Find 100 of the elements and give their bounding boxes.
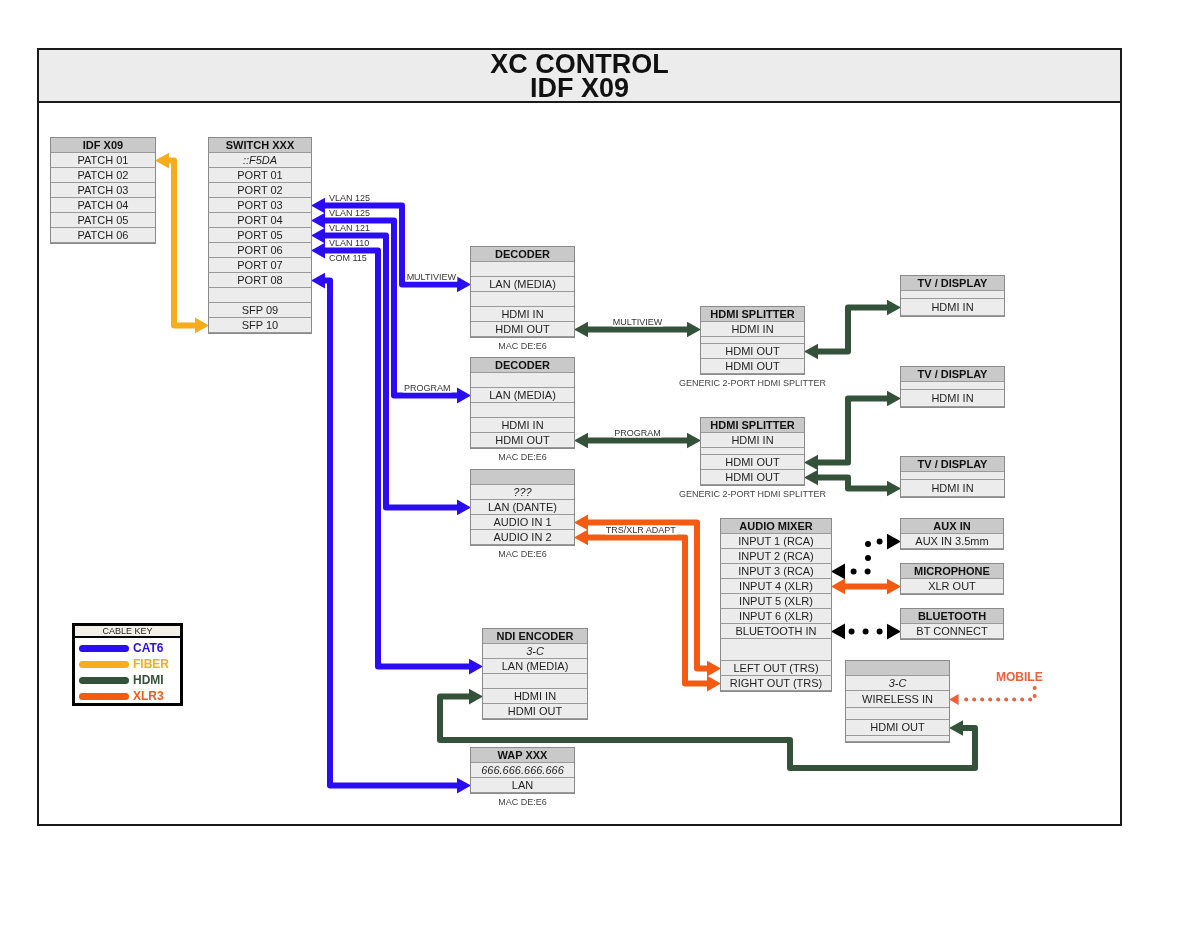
legend-label: FIBER [133, 657, 169, 671]
device-table [470, 246, 575, 338]
device-table [900, 275, 1005, 317]
table-heading: NDI ENCODER [483, 629, 587, 644]
row-label: LAN [511, 778, 534, 792]
device-caption: MAC DE:E6 [498, 341, 547, 351]
table-row [901, 534, 1003, 549]
table-row [471, 307, 574, 322]
double-headed-arrow [311, 242, 483, 675]
table-heading: SWITCH XXX [209, 138, 311, 153]
row-label: HDMI OUT [507, 704, 563, 718]
row-label: BT CONNECT [916, 624, 988, 638]
table-heading: MICROPHONE [901, 564, 1003, 579]
edge-label: TRS/XLR ADAPT [604, 525, 677, 535]
row-label: SFP 09 [241, 303, 279, 317]
legend-label: CAT6 [133, 641, 164, 655]
row-label: AUX IN 3.5mm [915, 534, 989, 548]
double-headed-arrow [804, 299, 901, 360]
double-headed-arrow [574, 529, 721, 692]
table-row [701, 359, 804, 374]
table-row [471, 530, 574, 545]
device-table [900, 563, 1004, 595]
device-caption: MAC DE:E6 [498, 797, 547, 807]
row-label: PATCH 02 [77, 168, 129, 182]
row-label: HDMI IN [501, 307, 544, 321]
row-label: AUDIO IN 1 [493, 515, 552, 529]
table-row [471, 763, 574, 778]
table-row [51, 213, 155, 228]
row-label: HDMI OUT [725, 455, 780, 469]
double-headed-arrow [155, 152, 209, 334]
table-heading: TV / DISPLAY [901, 457, 1004, 472]
table-row [471, 388, 574, 403]
device-table [470, 357, 575, 449]
table-row [209, 183, 311, 198]
row-label: HDMI OUT [725, 344, 780, 358]
row-label: PATCH 04 [77, 198, 129, 212]
table-row [701, 433, 804, 448]
row-label: LAN (MEDIA) [489, 388, 556, 402]
row-label: PATCH 03 [77, 183, 129, 197]
table-row [209, 153, 311, 168]
port-note: COM 115 [329, 253, 367, 263]
row-label: PORT 05 [237, 228, 283, 242]
double-headed-arrow [311, 227, 471, 516]
device-caption: GENERIC 2-PORT HDMI SPLITTER [678, 378, 827, 388]
row-label: HDMI IN [931, 300, 974, 314]
double-headed-arrow [831, 578, 901, 595]
row-label: HDMI IN [931, 481, 974, 495]
row-label: PATCH 01 [77, 153, 129, 167]
row-label: INPUT 1 (RCA) [738, 534, 814, 548]
device-caption: MAC DE:E6 [498, 452, 547, 462]
table-row [471, 277, 574, 292]
double-headed-arrow [574, 321, 701, 338]
legend-label: XLR3 [133, 689, 164, 703]
device-table [50, 137, 156, 244]
table-row [471, 433, 574, 448]
row-label: INPUT 6 (XLR) [739, 609, 813, 623]
table-row [471, 778, 574, 793]
table-row [471, 418, 574, 433]
table-row [721, 676, 831, 691]
row-label: PORT 01 [237, 168, 283, 182]
row-label: HDMI OUT [870, 721, 925, 734]
row-label: HDMI IN [731, 322, 774, 336]
device-caption: GENERIC 2-PORT HDMI SPLITTER [678, 489, 827, 499]
source-label: MOBILE [996, 670, 1043, 684]
row-label: HDMI OUT [725, 470, 780, 484]
row-label: RIGHT OUT (TRS) [729, 676, 823, 690]
table-heading: DECODER [471, 247, 574, 262]
legend-label: HDMI [133, 673, 164, 687]
table-row [701, 344, 804, 359]
table-row [471, 485, 574, 500]
double-headed-arrow [311, 197, 471, 293]
row-label: HDMI IN [731, 433, 774, 447]
row-label: XLR OUT [928, 579, 976, 593]
table-row [846, 676, 949, 691]
row-label: HDMI IN [501, 418, 544, 432]
table-row [209, 318, 311, 333]
double-headed-arrow [437, 688, 978, 771]
table-row [721, 534, 831, 549]
row-label: ::F5DA [242, 153, 278, 167]
table-row [471, 500, 574, 515]
table-row [209, 168, 311, 183]
table-row [721, 579, 831, 594]
device-table [700, 417, 805, 486]
table-row [721, 609, 831, 624]
table-row [483, 644, 587, 659]
table-row [51, 198, 155, 213]
table-row [721, 624, 831, 639]
row-label: INPUT 3 (RCA) [738, 564, 814, 578]
table-heading: HDMI SPLITTER [701, 418, 804, 433]
table-row [701, 470, 804, 485]
table-heading: WAP XXX [471, 748, 574, 763]
row-label: LAN (MEDIA) [501, 659, 569, 673]
edge-label: PROGRAM [403, 383, 452, 393]
table-row [471, 515, 574, 530]
table-row [471, 322, 574, 337]
row-label: 3-C [526, 644, 544, 658]
port-note: VLAN 125 [329, 208, 371, 218]
double-headed-arrow [804, 469, 901, 497]
row-label: PATCH 05 [77, 213, 129, 227]
row-label: LAN (DANTE) [487, 500, 558, 514]
